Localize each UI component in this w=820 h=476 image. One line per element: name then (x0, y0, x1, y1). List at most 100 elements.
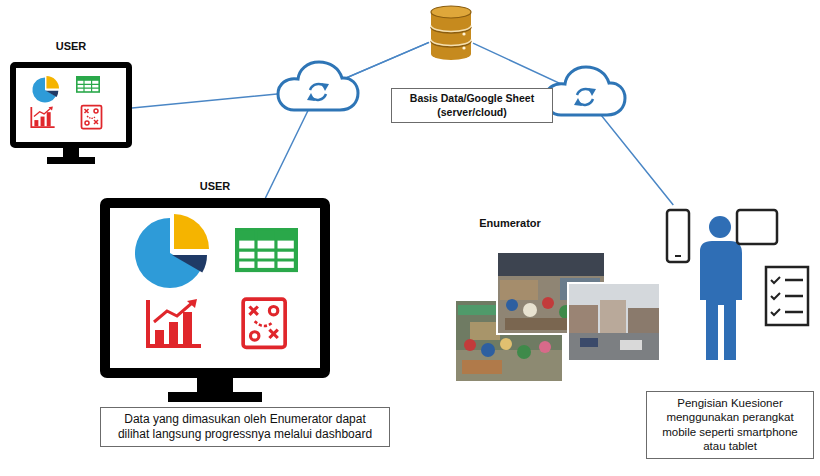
enumerator-figure (771, 277, 780, 315)
text-holder: Data yang dimasukan oleh Enumerator dapa… (100, 407, 390, 447)
database-cylinder (429, 4, 473, 62)
enumerator-figure (709, 216, 731, 238)
note-box: Data yang dimasukan oleh Enumerator dapa… (100, 407, 390, 447)
bar-chart-icon (47, 112, 51, 126)
database-cylinder (431, 40, 471, 46)
enumerator-figure (675, 255, 681, 257)
database-cylinder (431, 48, 471, 60)
market-photo (620, 340, 642, 350)
connector-line (473, 43, 673, 205)
text-holder: USER (185, 180, 245, 193)
table-icon (237, 230, 296, 270)
bar-chart-icon (34, 108, 51, 116)
pie-chart-icon (174, 214, 209, 249)
bar-chart-icon (31, 107, 54, 127)
strategy-icon (269, 307, 277, 315)
monitor-outline (13, 65, 129, 145)
database-label: Basis Data/Google Sheet (server/cloud) (391, 88, 553, 123)
market-photo (600, 300, 626, 333)
sync-cloud (278, 62, 358, 110)
table-icon (237, 230, 296, 270)
market-photo (470, 322, 500, 340)
bar-chart-icon (48, 106, 52, 110)
sync-cloud (545, 67, 625, 115)
strategy-icon (85, 121, 89, 125)
pie-chart-icon (135, 214, 209, 288)
database-cylinder (462, 32, 465, 35)
bar-chart-icon (155, 330, 164, 344)
strategy-icon (255, 321, 272, 326)
market-photo (539, 341, 551, 353)
bar-chart-icon (148, 300, 201, 346)
market-photo (568, 283, 660, 361)
table-icon (237, 230, 296, 270)
bar-chart-icon (31, 106, 54, 127)
strategy-icon (82, 106, 102, 129)
market-photo (464, 339, 476, 351)
text-holder: Enumerator (470, 217, 550, 230)
table-icon (77, 77, 99, 81)
market-photo (628, 308, 660, 333)
database-cylinder (431, 6, 471, 18)
market-photo (500, 280, 538, 300)
monitor-outline (197, 377, 233, 393)
enumerator-figure (660, 205, 815, 365)
enumerator-figure (766, 267, 808, 325)
bar-chart-icon (148, 299, 201, 346)
strategy-icon (94, 109, 98, 113)
bar-chart-icon (34, 120, 38, 126)
strategy-icon (82, 106, 102, 129)
table-icon (77, 77, 99, 92)
strategy-icon (251, 332, 259, 340)
sync-cloud (588, 88, 596, 96)
bar-chart-icon (187, 299, 197, 308)
bar-chart-icon (154, 303, 192, 322)
bar-chart-icon (183, 312, 192, 344)
user-monitor: USERData yang dimasukan oleh Enumerator … (100, 198, 330, 405)
market-photo (517, 345, 531, 359)
text-holder: Pengisian Kuesioner menggunakan perangka… (646, 391, 814, 459)
connector-layer (132, 42, 673, 205)
market-photo (462, 360, 502, 374)
market-photo (506, 299, 518, 311)
market-photo (568, 283, 660, 361)
pie-chart-icon (32, 76, 59, 103)
sync-cloud (278, 62, 358, 110)
user-heading: USER (185, 180, 245, 193)
pie-chart-icon (46, 91, 59, 97)
enumerator-figure (667, 210, 689, 262)
database-node: Basis Data/Google Sheet (server/cloud) (429, 4, 473, 62)
enumerator-node: Pengisian Kuesioner menggunakan perangka… (660, 205, 815, 365)
table-icon (77, 77, 99, 92)
monitor-outline (168, 392, 262, 402)
monitor-outline (10, 62, 132, 166)
market-photo (497, 252, 605, 276)
enumerator-figure (700, 241, 742, 360)
table-icon (237, 230, 296, 241)
sync-cloud (574, 98, 582, 106)
text-holder: USER (41, 40, 101, 53)
market-photo (568, 333, 660, 361)
sync-cloud (545, 67, 625, 115)
market-photo (523, 303, 537, 317)
table-icon (77, 77, 99, 92)
enumerator-figure (785, 280, 803, 312)
monitor-outline (105, 203, 325, 373)
database-cylinder (431, 26, 471, 32)
bar-chart-icon (41, 117, 45, 127)
bar-chart-icon (169, 322, 178, 344)
user-monitor: USER (10, 62, 132, 166)
note-box: Pengisian Kuesioner menggunakan perangka… (646, 391, 814, 459)
monitor-outline (100, 198, 330, 405)
market-photo (500, 338, 512, 350)
strategy-icon (243, 299, 285, 347)
market-photo (481, 343, 495, 357)
group-label: Enumerator (470, 217, 550, 230)
strategy-icon (85, 109, 99, 124)
user-heading: USER (41, 40, 101, 53)
pie-chart-icon (172, 255, 207, 273)
sync-cloud (321, 83, 329, 91)
text-holder: Basis Data/Google Sheet (server/cloud) (391, 88, 553, 123)
monitor-outline (63, 147, 79, 158)
enumerator-figure (737, 210, 777, 244)
